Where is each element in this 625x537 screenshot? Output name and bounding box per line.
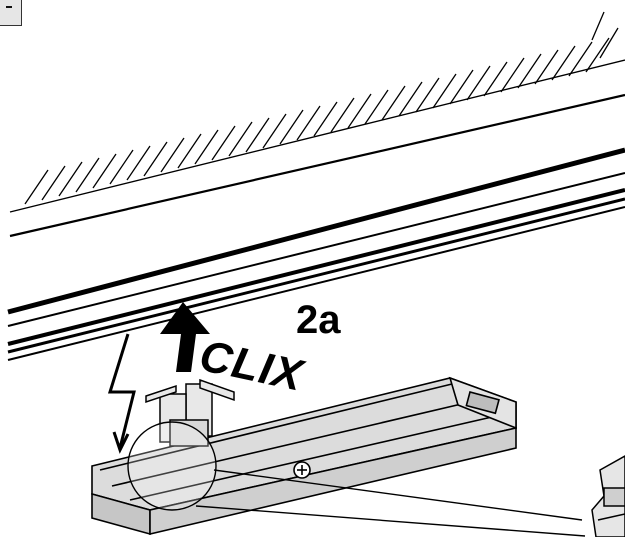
magnifier-circle-icon (127, 421, 586, 537)
up-arrow-icon (160, 302, 210, 372)
step-label: 2a (296, 298, 341, 342)
track-adapter (145, 378, 235, 447)
track-rail (7, 147, 625, 361)
page-corner-tab (0, 0, 22, 26)
luminaire-housing (91, 376, 517, 536)
ceiling-surface (9, 59, 625, 238)
lightning-bolt-icon (107, 333, 136, 454)
ceiling-hatching (24, 11, 619, 205)
detail-view (591, 455, 625, 537)
